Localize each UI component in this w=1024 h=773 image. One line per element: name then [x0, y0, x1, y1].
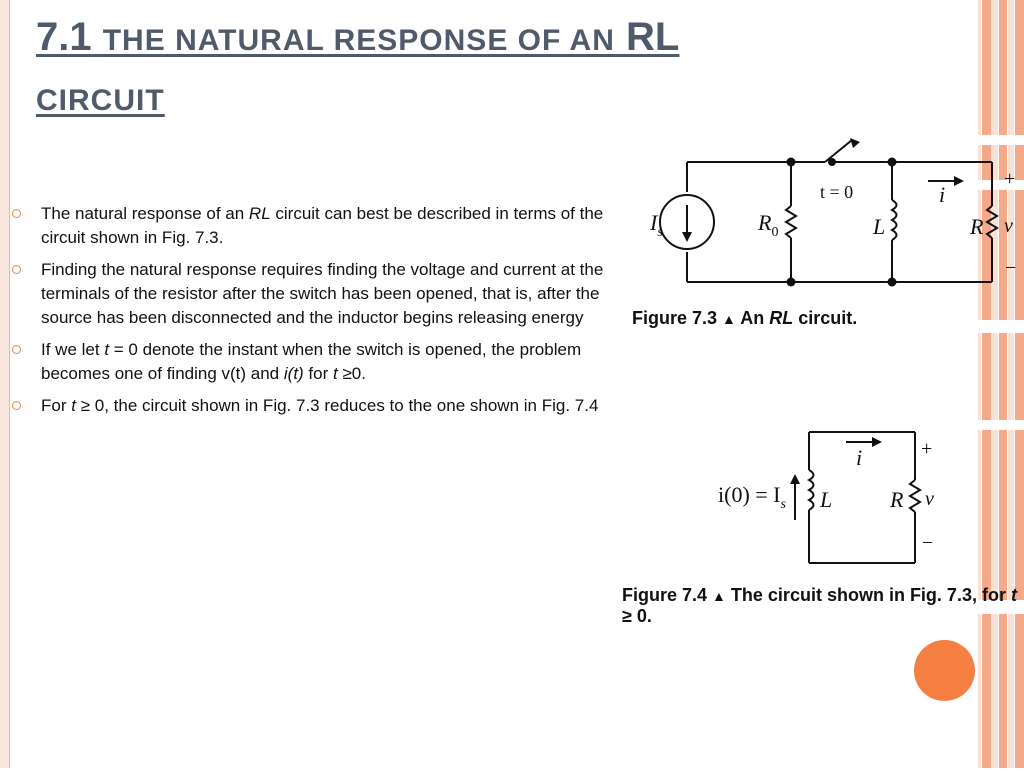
stripe-band: [999, 614, 1007, 768]
label-plus-74: +: [921, 438, 932, 460]
bullet-text: ≥ 0, the circuit shown in Fig. 7.3 reduc…: [75, 396, 599, 415]
label-minus: −: [1005, 257, 1016, 279]
stripe-band: [978, 614, 981, 768]
bullet-item: Finding the natural response requires fi…: [12, 258, 606, 330]
bullet-circle-icon: [12, 265, 21, 274]
label-voltage-v-74: v: [925, 488, 934, 510]
bullet-circle-icon: [12, 345, 21, 354]
bullet-text: i(t): [283, 364, 304, 383]
stripe-band: [978, 430, 981, 600]
left-border-decoration: [0, 0, 10, 768]
stripe-band: [1015, 145, 1024, 180]
bullet-item: If we let t = 0 denote the instant when …: [12, 338, 606, 386]
label-is: Is: [649, 210, 663, 240]
stripe-band: [991, 333, 998, 420]
figure-7-4: i i(0) = Is L R v + − Figure 7.4 ▲ The c…: [618, 425, 1018, 626]
stripe-band: [978, 0, 981, 135]
bullet-text: Finding the natural response requires fi…: [41, 260, 604, 327]
title-rl: RL: [626, 15, 680, 59]
page-title: 7.1 THE NATURAL RESPONSE OF AN RL CIRCUI…: [36, 10, 776, 128]
title-smallcaps: THE NATURAL RESPONSE OF AN: [102, 24, 615, 57]
figure-7-3-caption: Figure 7.3 ▲ An RL circuit.: [632, 308, 858, 328]
label-current-i-74: i: [856, 445, 862, 470]
orange-circle-decoration: [914, 640, 975, 701]
bullet-text: For: [41, 396, 72, 415]
bullet-text: circuit can best be described in terms o…: [41, 204, 604, 247]
bullet-list: The natural response of an RL circuit ca…: [12, 202, 606, 426]
stripe-band: [1008, 190, 1014, 320]
bullet-text: t: [71, 396, 76, 415]
figure-7-3: Is R0 t = 0 L R i v + − Figure 7.3 ▲ An …: [620, 130, 1024, 340]
stripe-band: [991, 145, 998, 180]
stripe-band: [1015, 333, 1024, 420]
circuit-diagram-7-3: Is R0 t = 0 L R i v + −: [649, 138, 1016, 287]
label-plus: +: [1004, 168, 1015, 190]
label-r0: R0: [757, 210, 778, 240]
label-initial-current: i(0) = Is: [718, 482, 787, 512]
label-r: R: [969, 214, 984, 239]
bullet-item: For t ≥ 0, the circuit shown in Fig. 7.3…: [12, 394, 606, 418]
stripe-band: [999, 190, 1007, 320]
bullet-text: t: [333, 364, 338, 383]
stripe-band: [991, 190, 998, 320]
stripe-band: [1008, 430, 1014, 600]
stripe-band: [982, 614, 991, 768]
bullet-circle-icon: [12, 401, 21, 410]
stripe-band: [999, 333, 1007, 420]
label-l: L: [872, 214, 885, 239]
stripe-band: [1008, 333, 1014, 420]
stripe-band: [1015, 190, 1024, 320]
stripe-band: [982, 190, 991, 320]
bullet-text: The natural response of an: [41, 204, 249, 223]
label-switch-time: t = 0: [820, 182, 853, 202]
stripe-band: [1015, 430, 1024, 600]
figure-7-4-caption: Figure 7.4 ▲ The circuit shown in Fig. 7…: [622, 585, 1017, 626]
stripe-band: [999, 145, 1007, 180]
stripe-band: [991, 614, 998, 768]
label-current-i: i: [939, 182, 945, 207]
bullet-text: t: [104, 340, 110, 359]
label-voltage-v: v: [1004, 215, 1013, 237]
label-l-74: L: [819, 487, 832, 512]
bullet-text: = 0 denote the instant when the switch i…: [41, 340, 582, 383]
stripe-svg: [978, 0, 1024, 768]
circuit-diagram-7-4: i i(0) = Is L R v + −: [718, 431, 934, 564]
label-minus-74: −: [922, 532, 933, 554]
bullet-item: The natural response of an RL circuit ca…: [12, 202, 606, 250]
stripe-band: [978, 333, 981, 420]
stripe-band: [999, 430, 1007, 600]
stripe-band: [1008, 145, 1014, 180]
stripe-band: [991, 0, 998, 135]
stripe-band: [982, 430, 991, 600]
bullet-text: for: [303, 364, 333, 383]
bullet-text: If we let: [41, 340, 105, 359]
bullet-text: RL: [248, 204, 271, 223]
stripe-band: [1008, 0, 1014, 135]
right-stripe-decoration: [978, 0, 1024, 768]
bullet-circle-icon: [12, 209, 21, 218]
title-line2: CIRCUIT: [36, 84, 165, 117]
stripe-band: [999, 0, 1007, 135]
stripe-band: [991, 430, 998, 600]
stripe-band: [1008, 614, 1014, 768]
title-number: 7.1: [36, 15, 92, 59]
stripe-band: [978, 190, 981, 320]
stripe-band: [1015, 0, 1024, 135]
stripe-band: [982, 333, 991, 420]
label-r-74: R: [889, 487, 904, 512]
stripe-band: [982, 0, 991, 135]
bullet-text: ≥0.: [337, 364, 366, 383]
stripe-band: [1015, 614, 1024, 768]
